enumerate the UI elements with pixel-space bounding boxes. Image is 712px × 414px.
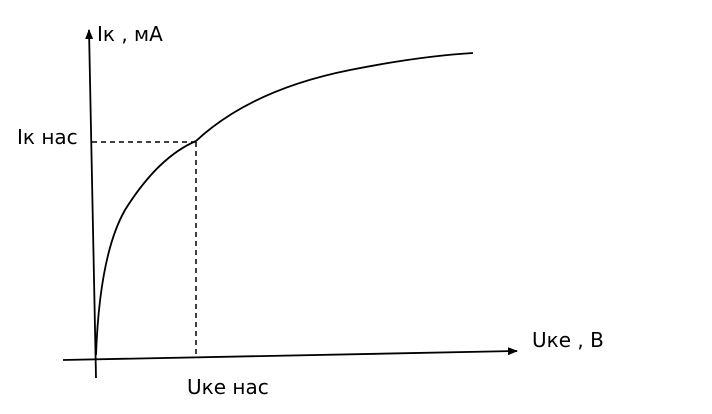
x-axis xyxy=(62,347,518,361)
saturation-current-label: Iк нас xyxy=(17,125,78,149)
x-axis-label: Uке , В xyxy=(532,328,604,352)
saturation-voltage-label: Uке нас xyxy=(187,375,269,399)
characteristic-curve xyxy=(95,52,474,356)
y-axis xyxy=(85,29,97,379)
y-axis-label: Iк , мА xyxy=(97,22,163,46)
